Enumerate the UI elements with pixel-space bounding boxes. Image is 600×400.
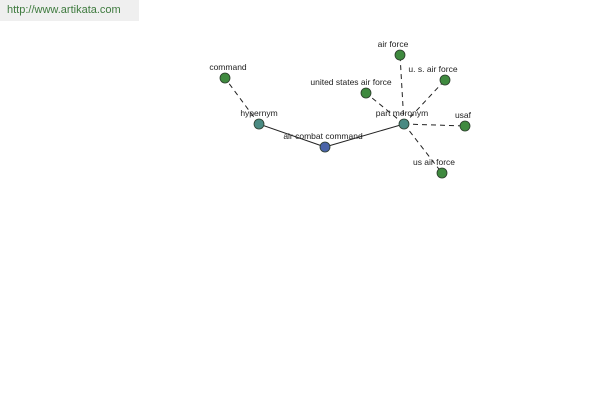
label-us-air-force[interactable]: us air force — [413, 157, 455, 167]
graph-labels: air combat command hypernym part meronym co… — [209, 39, 471, 167]
edge-part-meronym-to-usaf — [403, 123, 466, 127]
node-hypernym[interactable] — [253, 118, 265, 130]
edge-part-meronym-to-united-states-air-force — [365, 92, 405, 125]
graph-edges — [224, 54, 466, 174]
label-air-combat-command[interactable]: air combat command — [283, 131, 363, 141]
node-air-force[interactable] — [394, 49, 406, 61]
label-u-s-air-force[interactable]: u. s. air force — [408, 64, 457, 74]
label-part-meronym[interactable]: part meronym — [376, 108, 428, 118]
node-u-s-air-force[interactable] — [439, 74, 451, 86]
edge-part-meronym-to-u-s-air-force — [403, 79, 446, 125]
node-united-states-air-force[interactable] — [360, 87, 372, 99]
label-united-states-air-force[interactable]: united states air force — [310, 77, 392, 87]
label-command[interactable]: command — [209, 62, 247, 72]
node-us-air-force[interactable] — [436, 167, 448, 179]
node-air-combat-command[interactable] — [319, 141, 331, 153]
graph-nodes — [219, 49, 471, 179]
label-air-force[interactable]: air force — [378, 39, 409, 49]
node-command[interactable] — [219, 72, 231, 84]
source-watermark[interactable]: http://www.artikata.com — [0, 0, 139, 21]
edge-air-combat-command-to-part-meronym — [324, 123, 405, 148]
edge-air-combat-command-to-hypernym — [258, 123, 326, 148]
edge-part-meronym-to-us-air-force — [403, 123, 443, 174]
edge-part-meronym-to-air-force — [399, 54, 405, 125]
node-usaf[interactable] — [459, 120, 471, 132]
label-hypernym[interactable]: hypernym — [240, 108, 277, 118]
label-usaf[interactable]: usaf — [455, 110, 472, 120]
edge-hypernym-to-command — [224, 77, 260, 125]
node-part-meronym[interactable] — [398, 118, 410, 130]
